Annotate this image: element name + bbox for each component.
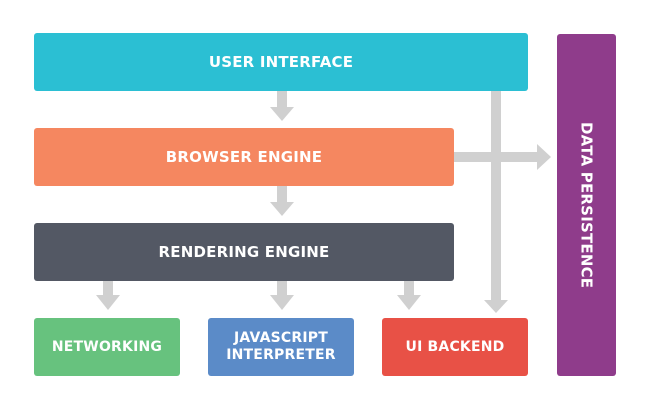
arrow-browser-to-data-persistence [447, 144, 551, 170]
arrow-ui-to-browser-engine [270, 91, 294, 121]
ui-backend-label: UI BACKEND [405, 338, 505, 355]
javascript-interpreter-label-line2: INTERPRETER [226, 347, 336, 363]
user-interface-label: USER INTERFACE [208, 53, 354, 71]
rendering-engine-box: RENDERING ENGINE [34, 223, 454, 281]
arrow-rendering-to-networking [96, 281, 120, 310]
browser-engine-box: BROWSER ENGINE [34, 128, 454, 186]
arrow-rendering-to-uibackend [397, 281, 421, 310]
networking-label: NETWORKING [51, 338, 163, 355]
arrow-ui-to-uibackend [484, 84, 508, 313]
javascript-interpreter-box: JAVASCRIPT INTERPRETER [208, 318, 354, 376]
arrow-rendering-to-js-interpreter [270, 281, 294, 310]
networking-box: NETWORKING [34, 318, 180, 376]
data-persistence-box: DATA PERSISTENCE [557, 34, 616, 376]
browser-engine-label: BROWSER ENGINE [165, 148, 323, 166]
javascript-interpreter-label-line1: JAVASCRIPT [234, 330, 328, 347]
ui-backend-box: UI BACKEND [382, 318, 528, 376]
arrow-browser-to-rendering-engine [270, 186, 294, 216]
user-interface-box: USER INTERFACE [34, 33, 528, 91]
data-persistence-label: DATA PERSISTENCE [577, 121, 596, 289]
rendering-engine-label: RENDERING ENGINE [158, 243, 330, 261]
